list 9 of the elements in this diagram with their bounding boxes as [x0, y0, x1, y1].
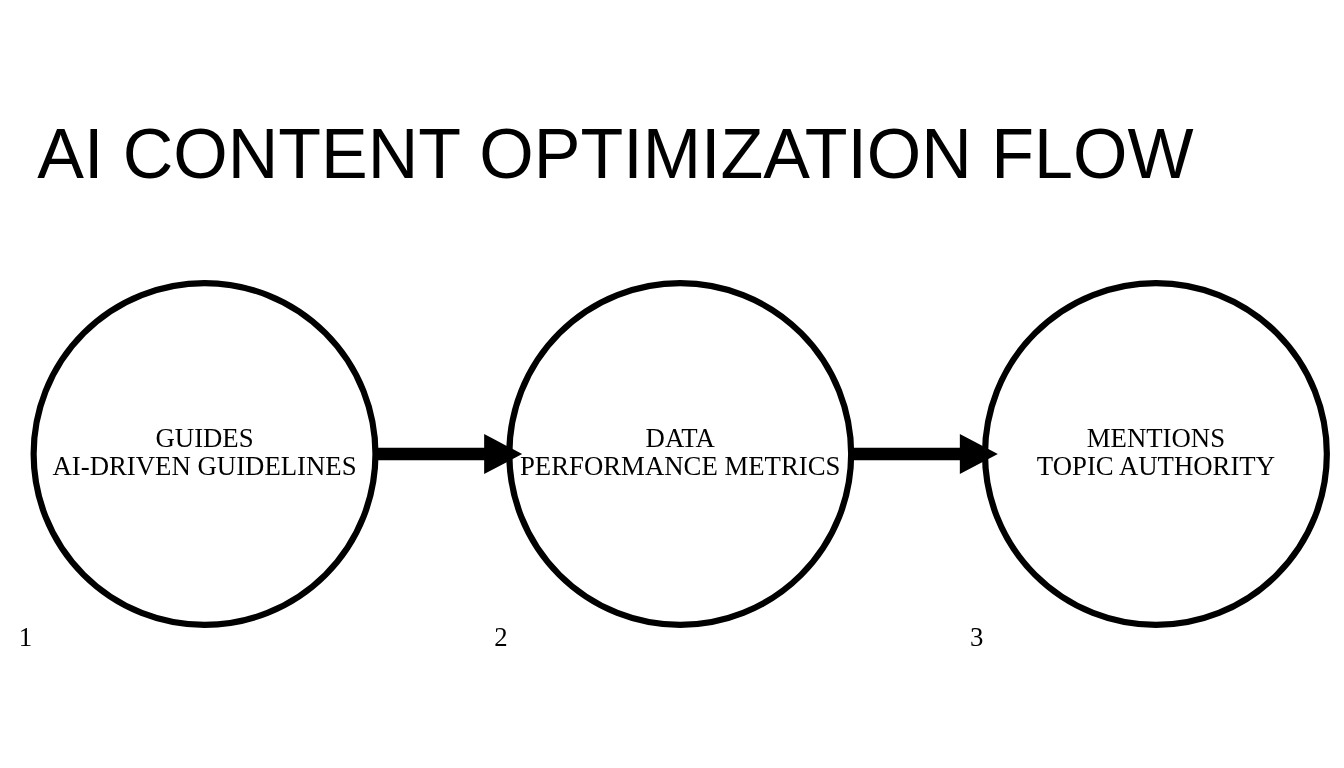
node-label: 3 [970, 622, 984, 653]
node-label: 2 [494, 622, 508, 653]
arrow [375, 434, 523, 474]
arrow [851, 434, 998, 474]
node-label: 1 [18, 622, 33, 653]
node-circle: GUIDES AI-DRIVEN GUIDELINES [30, 280, 379, 628]
node-circle: DATA PERFORMANCE METRICS [506, 280, 855, 628]
diagram-title: AI CONTENT OPTIMIZATION FLOW [37, 115, 1194, 194]
node-circle: MENTIONS TOPIC AUTHORITY [981, 280, 1330, 628]
